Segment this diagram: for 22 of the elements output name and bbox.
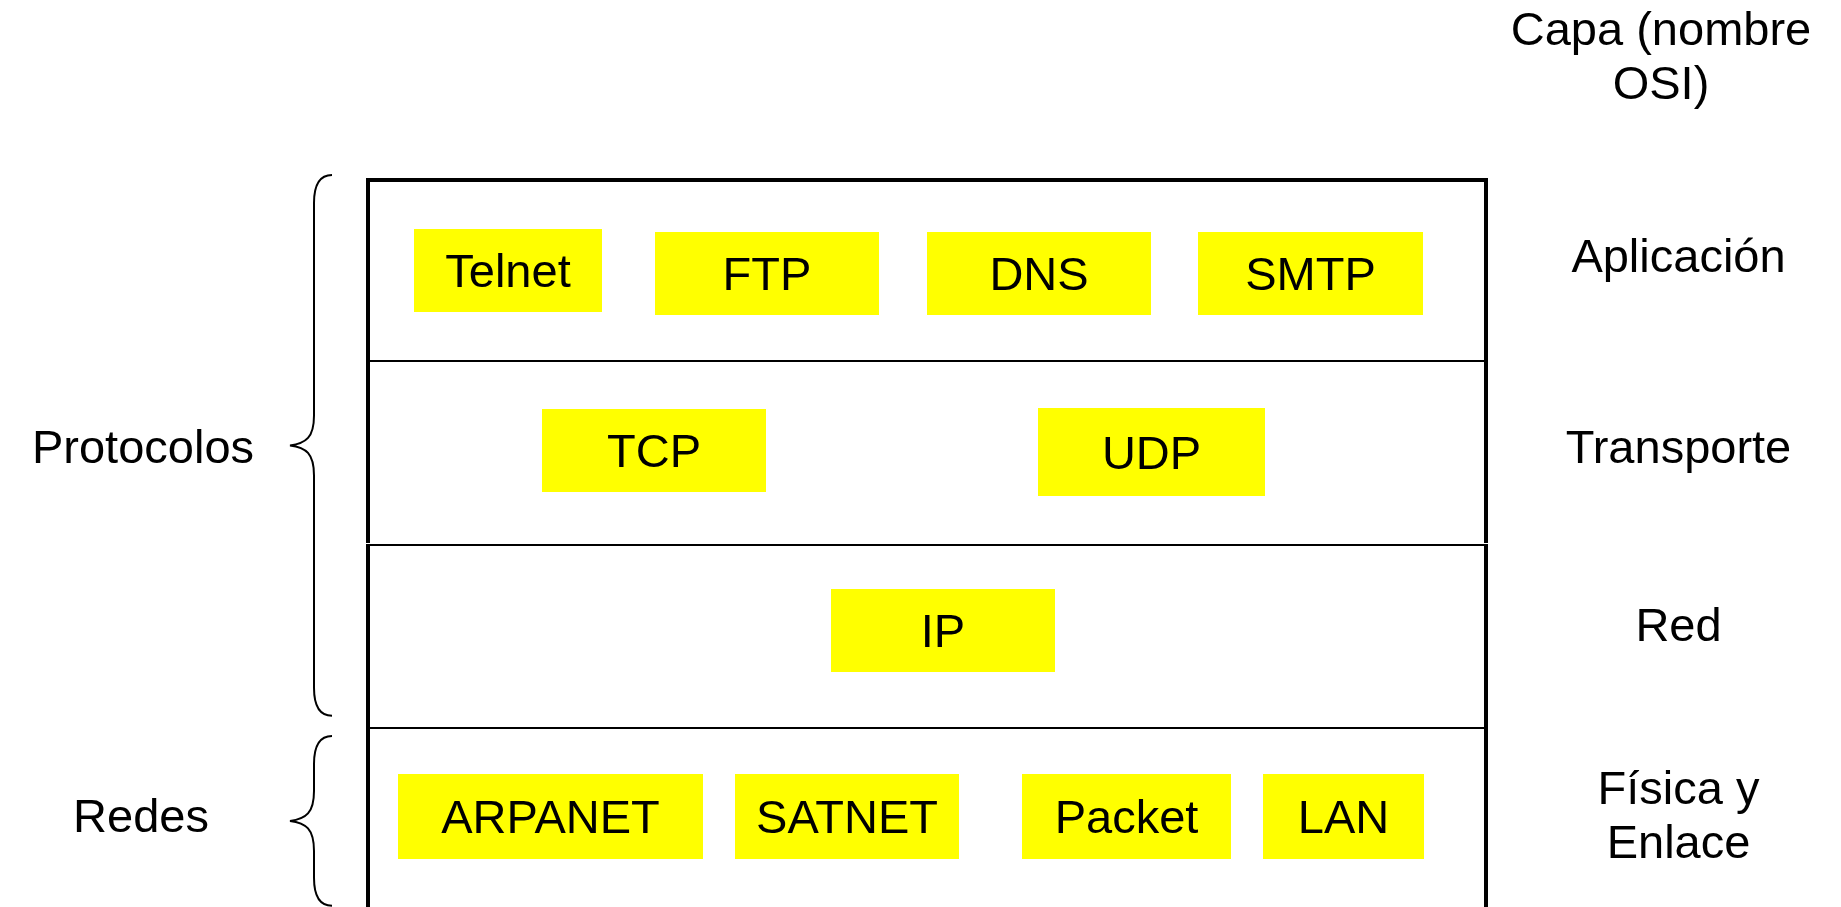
column-heading: Capa (nombre OSI) — [1509, 2, 1813, 111]
protocol-box: TCP — [542, 409, 766, 492]
protocol-box: LAN — [1263, 774, 1424, 859]
layer-name: Transporte — [1564, 420, 1793, 475]
protocol-box: SATNET — [735, 774, 959, 859]
protocol-box: FTP — [655, 232, 879, 315]
group-label: Protocolos — [30, 420, 256, 475]
protocol-box: IP — [831, 589, 1055, 672]
layer-name: Red — [1634, 598, 1723, 653]
layer-band — [366, 727, 1488, 907]
layer-band — [366, 544, 1488, 727]
protocol-box: DNS — [927, 232, 1151, 315]
protocol-box: Packet — [1022, 774, 1231, 859]
layer-band — [366, 178, 1488, 360]
layer-band — [366, 360, 1488, 543]
protocol-box: Telnet — [414, 229, 602, 312]
protocol-box: ARPANET — [398, 774, 703, 859]
layer-name: Aplicación — [1570, 229, 1787, 284]
layer-name: Física y Enlace — [1596, 761, 1761, 870]
protocol-box: SMTP — [1198, 232, 1423, 315]
protocol-box: UDP — [1038, 408, 1265, 496]
group-label: Redes — [72, 789, 210, 844]
